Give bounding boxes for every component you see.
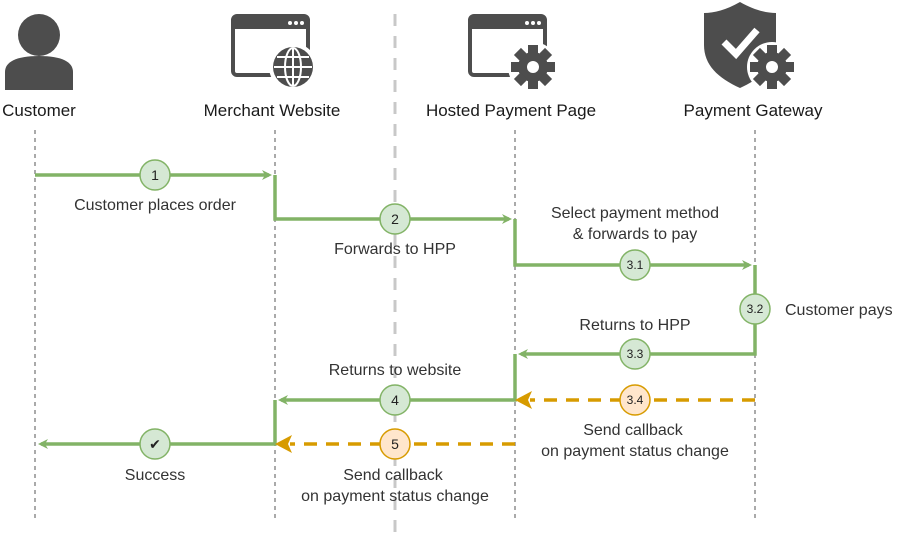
callback-arrowhead-5 bbox=[275, 435, 292, 453]
step-badge-2: 2 bbox=[379, 203, 411, 235]
actor-label-customer: Customer bbox=[2, 101, 76, 120]
actor-label-gateway: Payment Gateway bbox=[684, 101, 823, 120]
step-badge-3-3: 3.3 bbox=[619, 338, 651, 370]
step-badge-4: 4 bbox=[379, 384, 411, 416]
step-label-2: Forwards to HPP bbox=[334, 241, 456, 258]
step-badge-4-text: 4 bbox=[391, 392, 399, 408]
step-badge-1: 1 bbox=[139, 159, 171, 191]
step-badge-3-3-text: 3.3 bbox=[627, 347, 644, 361]
step-badge-3-4-text: 3.4 bbox=[627, 393, 644, 407]
callback-arrowhead-3-4 bbox=[515, 391, 532, 409]
actor-label-merchant: Merchant Website bbox=[204, 101, 341, 120]
step-badge-3-4: 3.4 bbox=[619, 384, 651, 416]
step-label-5-line2: on payment status change bbox=[301, 488, 489, 505]
step-badge-5: 5 bbox=[379, 428, 411, 460]
step-badge-3-1-text: 3.1 bbox=[627, 258, 644, 272]
step-label-3-4-line2: on payment status change bbox=[541, 443, 729, 460]
step-label-4: Returns to website bbox=[329, 362, 462, 379]
flow-arrow-2 bbox=[273, 175, 512, 224]
step-badge-3-2: 3.2 bbox=[739, 293, 771, 325]
step-badge-1-text: 1 bbox=[151, 167, 159, 183]
step-label-success: Success bbox=[125, 467, 185, 484]
step-label-5-line1: Send callback bbox=[343, 467, 444, 484]
step-label-3-1-line2: & forwards to pay bbox=[573, 226, 698, 243]
step-label-3-2: Customer pays bbox=[785, 302, 893, 319]
step-badge-2-text: 2 bbox=[391, 211, 399, 227]
success-badge: ✔ bbox=[139, 428, 171, 460]
step-badge-5-text: 5 bbox=[391, 436, 399, 452]
step-badge-3-2-text: 3.2 bbox=[747, 302, 764, 316]
step-badge-3-1: 3.1 bbox=[619, 249, 651, 281]
shield-check-gear-icon bbox=[704, 2, 797, 92]
actor-label-hpp: Hosted Payment Page bbox=[426, 101, 596, 120]
step-label-1: Customer places order bbox=[74, 197, 237, 214]
user-icon bbox=[5, 14, 73, 90]
checkmark-icon: ✔ bbox=[149, 436, 161, 452]
browser-gear-icon bbox=[468, 14, 558, 92]
browser-globe-icon bbox=[231, 14, 317, 91]
step-label-3-4-line1: Send callback bbox=[583, 422, 684, 439]
flow-arrow-3-1 bbox=[513, 219, 752, 270]
step-label-3-3: Returns to HPP bbox=[579, 317, 690, 334]
step-label-3-1-line1: Select payment method bbox=[551, 205, 719, 222]
